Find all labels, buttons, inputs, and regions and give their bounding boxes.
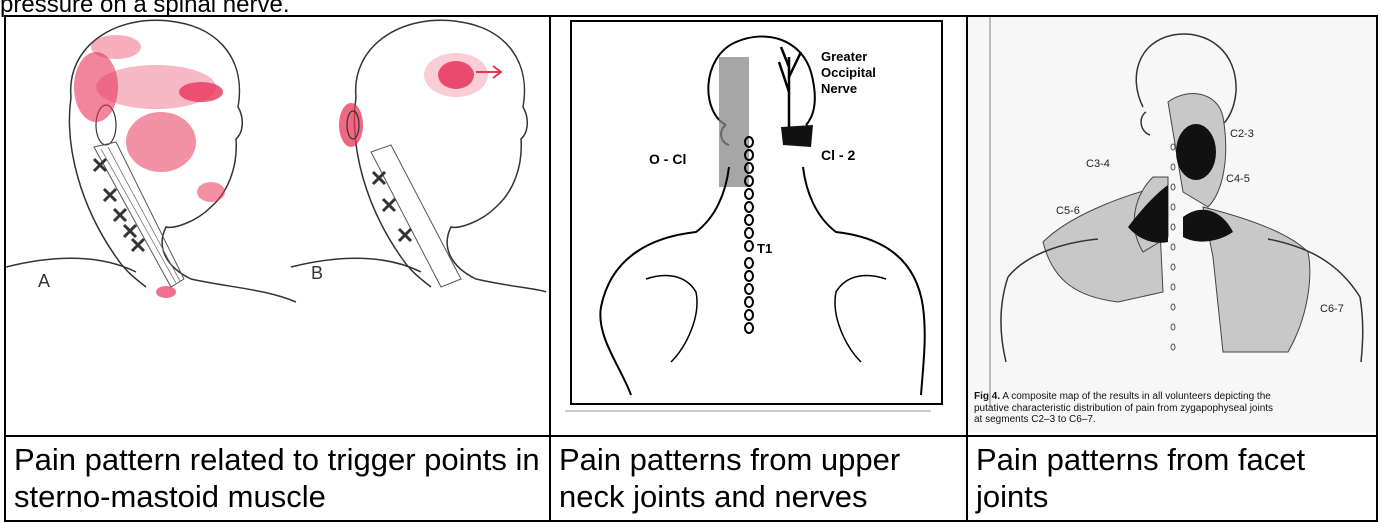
sternomastoid-illustration: A B [6, 17, 549, 433]
figure-b: B [291, 20, 546, 292]
panel-sternomastoid: A B [5, 16, 550, 436]
caption-facet-joints: Pain patterns from facet joints [968, 437, 1376, 515]
upper-neck-illustration: Greater Occipital Nerve O - Cl Cl - 2 T1 [551, 17, 966, 433]
figure-a: A [6, 20, 296, 302]
label-c6-7: C6-7 [1320, 303, 1344, 315]
figure-label-a: A [38, 271, 50, 291]
zone-c3-4-dark [1176, 124, 1216, 180]
nerve-label-line3: Nerve [821, 81, 857, 96]
fig-caption-line3: at segments C2–3 to C6–7. [974, 414, 1096, 425]
caption-upper-neck: Pain patterns from upper neck joints and… [551, 437, 966, 515]
figure-label-b: B [311, 263, 323, 283]
nerve-label-line1: Greater [821, 49, 867, 64]
zone-c1-2 [781, 125, 813, 147]
label-o-c1: O - Cl [649, 151, 686, 167]
fig-caption-line2: putative characteristic distribution of … [974, 403, 1273, 414]
label-t1: T1 [757, 241, 772, 256]
panel-upper-neck: Greater Occipital Nerve O - Cl Cl - 2 T1 [550, 16, 967, 436]
nerve-label-line2: Occipital [821, 65, 876, 80]
label-c3-4: C3-4 [1086, 158, 1110, 170]
panel-facet-joints: C2-3 C3-4 C4-5 C5-6 C6-7 Fig 4. A compos… [967, 16, 1377, 436]
fig-caption-line1: Fig 4. A composite map of the results in… [974, 391, 1271, 402]
caption-cell-1: Pain pattern related to trigger points i… [5, 436, 550, 521]
label-c2-3: C2-3 [1230, 128, 1254, 140]
label-c5-6: C5-6 [1056, 205, 1080, 217]
caption-cell-2: Pain patterns from upper neck joints and… [550, 436, 967, 521]
facet-joints-illustration: C2-3 C3-4 C4-5 C5-6 C6-7 Fig 4. A compos… [968, 17, 1376, 433]
label-c4-5: C4-5 [1226, 173, 1250, 185]
pain-pattern-table: A B [4, 15, 1378, 522]
label-c1-2: Cl - 2 [821, 147, 855, 163]
figure-frame [571, 21, 942, 404]
caption-cell-3: Pain patterns from facet joints [967, 436, 1377, 521]
caption-sternomastoid: Pain pattern related to trigger points i… [6, 437, 549, 515]
